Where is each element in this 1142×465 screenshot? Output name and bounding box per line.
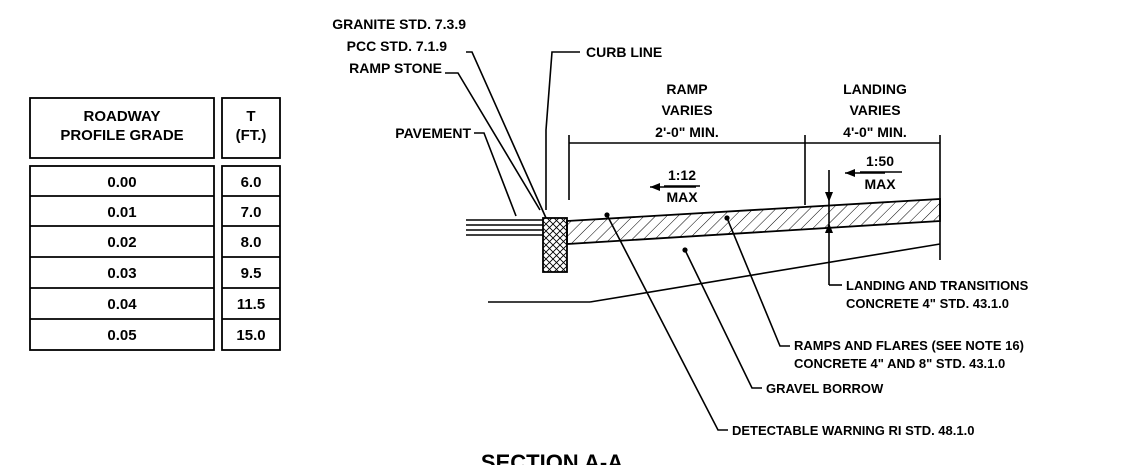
- curb-line-label: CURB LINE: [586, 44, 662, 60]
- curb-line-leader: [545, 51, 580, 210]
- landing-slope-max: MAX: [864, 176, 896, 192]
- t-cell: 11.5: [237, 296, 265, 313]
- pavement-label: PAVEMENT: [395, 125, 471, 141]
- t-cell: 6.0: [241, 174, 262, 191]
- curb-stone: [542, 217, 568, 273]
- table-row: 0.03 9.5: [107, 265, 261, 282]
- t-cell: 15.0: [236, 327, 265, 344]
- table-row: 0.01 7.0: [107, 204, 261, 221]
- grade-cell: 0.02: [107, 234, 136, 251]
- ramps-flares-line2: CONCRETE 4" AND 8" STD. 43.1.0: [794, 356, 1005, 371]
- ramp-dim-line1: RAMP: [666, 81, 707, 97]
- grade-column-box: [29, 165, 215, 351]
- grade-table: ROADWAY PROFILE GRADE T (FT.) 0.00 6.0 0…: [29, 97, 281, 351]
- ramp-dim-line2: VARIES: [661, 102, 712, 118]
- ramp-dim-line3: 2'-0" MIN.: [655, 124, 719, 140]
- granite-leader: [466, 51, 547, 219]
- landing-slope-value: 1:50: [866, 153, 894, 169]
- landing-dim-line3: 4'-0" MIN.: [843, 124, 907, 140]
- t-header-line1: T: [246, 108, 255, 125]
- ramps-flares-leader: [726, 217, 790, 347]
- t-header-cell: [221, 97, 281, 159]
- section-title: SECTION A-A: [481, 450, 623, 465]
- table-row: 0.00 6.0: [107, 174, 261, 191]
- landing-transitions-line2: CONCRETE 4" STD. 43.1.0: [846, 296, 1009, 311]
- ramp-stone-label: RAMP STONE: [349, 60, 442, 76]
- grade-header-line1: ROADWAY: [84, 108, 161, 125]
- grade-header-cell: [29, 97, 215, 159]
- pavement-leader: [474, 132, 517, 217]
- landing-dim-line2: VARIES: [849, 102, 900, 118]
- grade-cell: 0.03: [107, 265, 136, 282]
- landing-transitions-line1: LANDING AND TRANSITIONS: [846, 278, 1029, 293]
- t-cell: 7.0: [241, 204, 262, 221]
- grade-cell: 0.05: [107, 327, 136, 344]
- grade-cell: 0.04: [107, 296, 137, 313]
- ramp-slope-value: 1:12: [668, 167, 696, 183]
- table-row: 0.02 8.0: [107, 234, 261, 251]
- gravel-borrow-label: GRAVEL BORROW: [766, 381, 884, 396]
- grade-cell: 0.00: [107, 174, 136, 191]
- grade-header-line2: PROFILE GRADE: [60, 127, 183, 144]
- pcc-label: PCC STD. 7.1.9: [347, 38, 448, 54]
- concrete-slab: [566, 198, 941, 245]
- gravel-leader: [684, 249, 762, 389]
- t-header-line2: (FT.): [236, 127, 267, 144]
- t-cell: 8.0: [241, 234, 262, 251]
- section-geometry: [445, 51, 941, 431]
- detectable-warning-label: DETECTABLE WARNING RI STD. 48.1.0: [732, 423, 974, 438]
- t-cell: 9.5: [241, 265, 262, 282]
- t-column-box: [221, 165, 281, 351]
- ramp-stone-leader: [445, 72, 541, 211]
- table-row: 0.05 15.0: [107, 327, 265, 344]
- table-row: 0.04 11.5: [107, 296, 265, 313]
- grade-cell: 0.01: [107, 204, 136, 221]
- granite-label: GRANITE STD. 7.3.9: [332, 16, 466, 32]
- ramps-flares-line1: RAMPS AND FLARES (SEE NOTE 16): [794, 338, 1024, 353]
- landing-dim-line1: LANDING: [843, 81, 907, 97]
- ramp-slope-max: MAX: [666, 189, 698, 205]
- detectable-warning-leader: [606, 214, 728, 431]
